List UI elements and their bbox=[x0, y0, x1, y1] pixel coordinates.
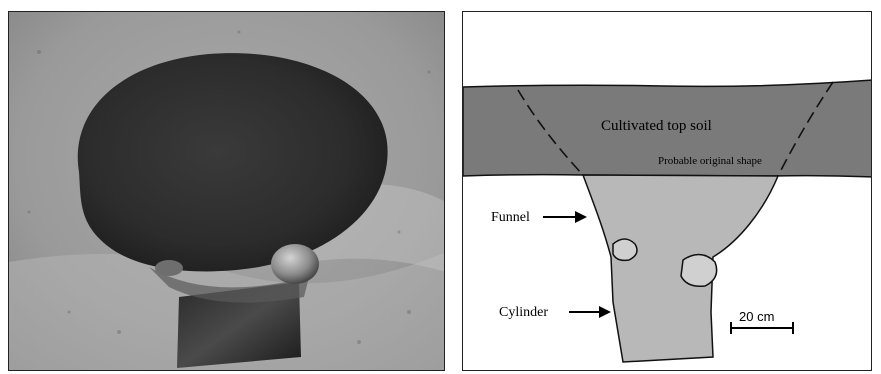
excavation-photo-image bbox=[9, 12, 445, 371]
section-drawing-svg: Cultivated top soil Probable original sh… bbox=[463, 12, 872, 371]
section-drawing: Cultivated top soil Probable original sh… bbox=[462, 11, 872, 371]
stone bbox=[271, 244, 319, 284]
cylinder-label: Cylinder bbox=[499, 305, 548, 320]
stone-large bbox=[681, 254, 717, 286]
funnel-label: Funnel bbox=[491, 210, 530, 225]
original-shape-label: Probable original shape bbox=[658, 155, 762, 167]
excavation-photo bbox=[8, 11, 445, 371]
scale-label: 20 cm bbox=[739, 309, 774, 324]
cylinder-arrow bbox=[569, 306, 611, 318]
stone-small bbox=[613, 239, 637, 260]
pit-fill bbox=[583, 175, 778, 362]
funnel-arrow bbox=[543, 211, 587, 223]
stone bbox=[155, 260, 183, 276]
topsoil-label: Cultivated top soil bbox=[601, 118, 712, 134]
